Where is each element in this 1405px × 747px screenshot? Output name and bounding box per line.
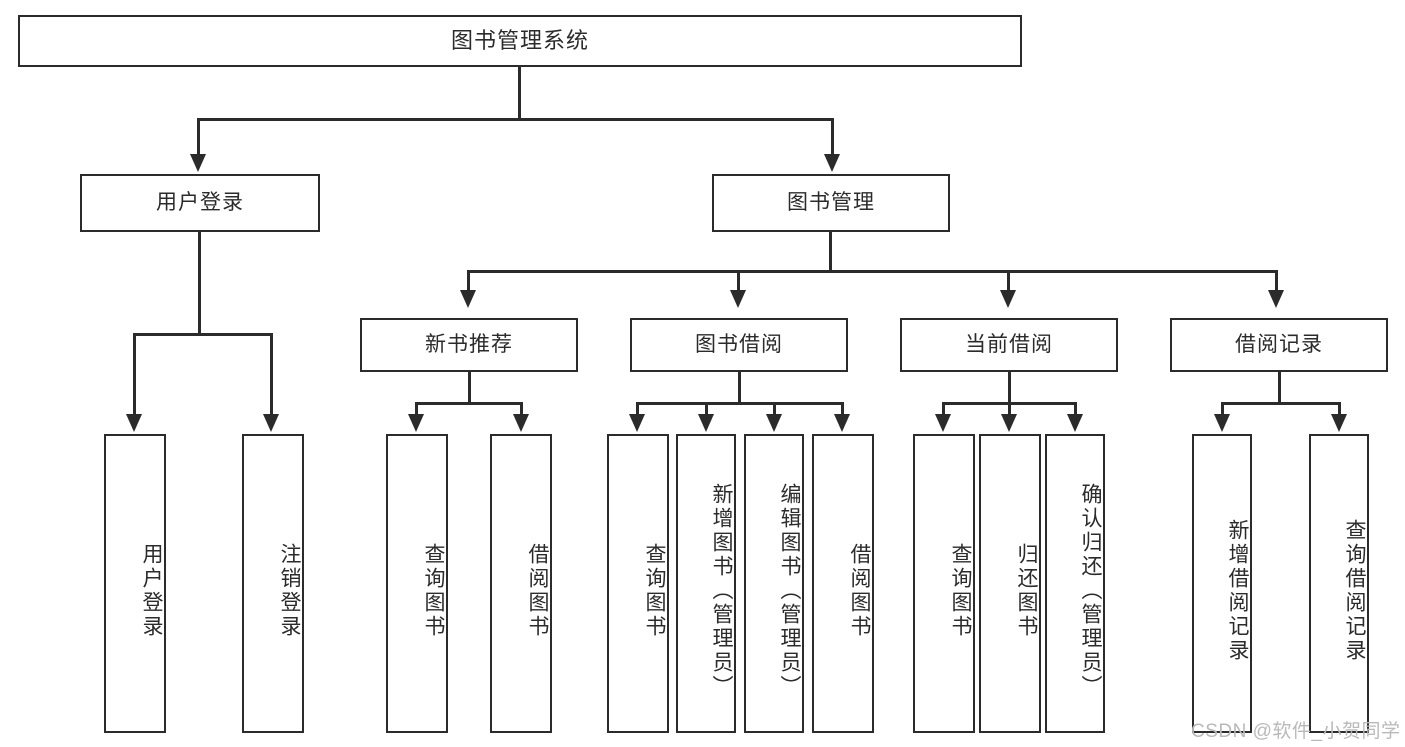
edge-borrow-record-drop-1 xyxy=(1221,402,1224,416)
edge-book-manage-drop-1 xyxy=(467,270,470,292)
edge-book-borrow-drop-3 xyxy=(773,402,776,416)
edge-book-manage-drop-3 xyxy=(1007,270,1010,292)
arrowhead-leaf-borrow-book-2 xyxy=(834,414,850,432)
edge-user-login-drop-1 xyxy=(133,333,136,416)
node-leaf-borrow-book-1[interactable]: 借阅图书 xyxy=(490,434,552,733)
edge-borrow-record-drop-2 xyxy=(1338,402,1341,416)
arrowhead-borrow-record xyxy=(1268,290,1284,308)
arrowhead-leaf-borrow-book-1 xyxy=(513,414,529,432)
edge-current-borrow-drop-2 xyxy=(1008,402,1011,416)
edge-book-borrow-stem xyxy=(738,372,741,402)
arrowhead-leaf-edit-book-admin xyxy=(766,414,782,432)
node-leaf-query-borrow-record[interactable]: 查询借阅记录 xyxy=(1309,434,1369,733)
edge-current-borrow-drop-3 xyxy=(1074,402,1077,416)
edge-book-borrow-drop-4 xyxy=(841,402,844,416)
arrowhead-leaf-add-borrow-record xyxy=(1214,414,1230,432)
node-leaf-logout-login[interactable]: 注销登录 xyxy=(242,434,304,733)
arrowhead-leaf-confirm-return-admin xyxy=(1067,414,1083,432)
edge-user-login-bus xyxy=(133,333,273,336)
node-book-manage[interactable]: 图书管理 xyxy=(712,174,950,232)
edge-user-login-drop-2 xyxy=(270,333,273,416)
node-leaf-query-book-2[interactable]: 查询图书 xyxy=(607,434,669,733)
arrowhead-book-manage xyxy=(824,154,840,172)
edge-borrow-record-bus xyxy=(1221,402,1341,405)
node-leaf-query-book-3[interactable]: 查询图书 xyxy=(913,434,975,733)
node-root-system[interactable]: 图书管理系统 xyxy=(18,15,1022,67)
node-leaf-add-book-admin[interactable]: 新增图书（管理员） xyxy=(676,434,736,733)
node-leaf-borrow-book-2[interactable]: 借阅图书 xyxy=(812,434,874,733)
node-leaf-edit-book-admin[interactable]: 编辑图书（管理员） xyxy=(744,434,804,733)
arrowhead-leaf-return-book xyxy=(1001,414,1017,432)
edge-book-borrow-drop-2 xyxy=(705,402,708,416)
node-book-borrow[interactable]: 图书借阅 xyxy=(630,318,848,372)
node-leaf-add-borrow-record[interactable]: 新增借阅记录 xyxy=(1192,434,1252,733)
node-user-login[interactable]: 用户登录 xyxy=(80,174,320,232)
edge-root-to-book-manage xyxy=(831,118,834,156)
arrowhead-current-borrow xyxy=(1000,290,1016,308)
node-leaf-return-book[interactable]: 归还图书 xyxy=(979,434,1041,733)
arrowhead-leaf-add-book-admin xyxy=(698,414,714,432)
node-leaf-confirm-return-admin[interactable]: 确认归还（管理员） xyxy=(1045,434,1105,733)
arrowhead-leaf-query-borrow-record xyxy=(1331,414,1347,432)
edge-book-manage-drop-2 xyxy=(737,270,740,292)
edge-root-bus xyxy=(197,118,834,121)
edge-user-login-stem xyxy=(198,232,201,333)
watermark-text: CSDN @软件_小贺同学 xyxy=(1191,721,1401,742)
edge-new-book-stem xyxy=(468,372,471,402)
arrowhead-leaf-query-book-3 xyxy=(935,414,951,432)
edge-book-borrow-drop-1 xyxy=(636,402,639,416)
edge-book-manage-stem xyxy=(829,232,832,270)
arrowhead-leaf-user-login xyxy=(126,414,142,432)
edge-book-manage-drop-4 xyxy=(1275,270,1278,292)
arrowhead-leaf-logout-login xyxy=(263,414,279,432)
node-new-book-recommend[interactable]: 新书推荐 xyxy=(360,318,578,372)
edge-new-book-drop-1 xyxy=(415,402,418,416)
edge-new-book-drop-2 xyxy=(520,402,523,416)
node-current-borrow[interactable]: 当前借阅 xyxy=(900,318,1118,372)
edge-root-stem xyxy=(518,67,521,118)
edge-root-to-user-login xyxy=(197,118,200,156)
arrowhead-new-book-recommend xyxy=(460,290,476,308)
edge-current-borrow-drop-1 xyxy=(942,402,945,416)
edge-borrow-record-stem xyxy=(1278,372,1281,402)
edge-book-manage-bus xyxy=(467,270,1278,273)
node-borrow-record[interactable]: 借阅记录 xyxy=(1170,318,1388,372)
edge-new-book-bus xyxy=(415,402,523,405)
node-leaf-query-book-1[interactable]: 查询图书 xyxy=(386,434,448,733)
edge-current-borrow-stem xyxy=(1008,372,1011,402)
arrowhead-book-borrow xyxy=(730,290,746,308)
arrowhead-leaf-query-book-1 xyxy=(408,414,424,432)
node-leaf-user-login[interactable]: 用户登录 xyxy=(104,434,166,733)
arrowhead-user-login xyxy=(190,154,206,172)
edge-book-borrow-bus xyxy=(636,402,844,405)
arrowhead-leaf-query-book-2 xyxy=(629,414,645,432)
